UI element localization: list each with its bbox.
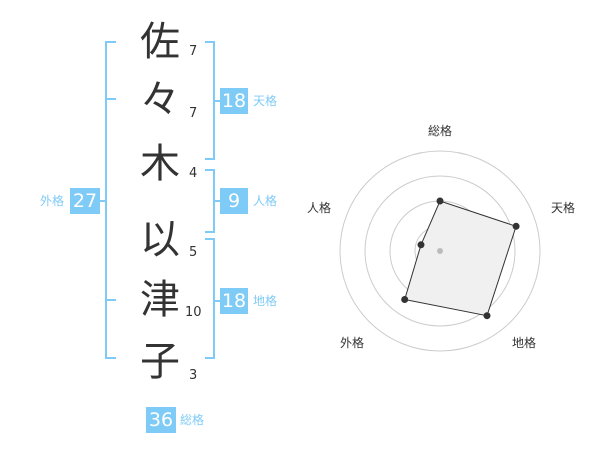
radar-label-jinkaku: 人格 (307, 201, 332, 215)
radar-points (401, 197, 520, 320)
radar-polygon (404, 200, 517, 317)
radar-center-dot (437, 248, 443, 254)
name-char-1: 佐 (140, 19, 180, 65)
name-char-4: 以 (140, 217, 180, 263)
soukaku-label: 総格 (180, 413, 205, 427)
radar-point-ten (512, 222, 520, 230)
radar-point-jin (417, 241, 425, 249)
radar-point-chi (483, 312, 491, 320)
stroke-count-4: 5 (189, 245, 198, 260)
name-char-5: 津 (140, 277, 180, 323)
radar-label-soukaku: 総格 (428, 124, 453, 138)
tenkaku-label: 天格 (253, 94, 278, 108)
radar-label-chikaku: 地格 (512, 336, 537, 350)
radar-point-gai (401, 296, 409, 303)
stroke-count-1: 7 (189, 44, 198, 59)
chikaku-bracket (205, 238, 215, 359)
name-char-6: 子 (140, 339, 180, 385)
stroke-count-6: 3 (189, 368, 198, 383)
name-char-2: 々 (140, 77, 180, 123)
stroke-count-3: 4 (189, 166, 198, 181)
radar-label-tenkaku: 天格 (551, 201, 576, 215)
jinkaku-value: 9 (220, 188, 248, 214)
stroke-count-5: 10 (185, 305, 202, 320)
soukaku-value: 36 (146, 407, 176, 433)
radar-point-sou (436, 197, 444, 205)
jinkaku-label: 人格 (253, 194, 278, 208)
stroke-count-2: 7 (189, 106, 198, 121)
tenkaku-value: 18 (220, 88, 248, 114)
chikaku-label: 地格 (253, 294, 278, 308)
name-char-3: 木 (140, 141, 180, 187)
radar-ring-3 (364, 175, 516, 327)
gaikaku-label: 外格 (40, 194, 65, 208)
chikaku-value: 18 (220, 288, 248, 314)
radar-label-gaikaku: 外格 (340, 336, 365, 350)
radar-ring-4 (339, 150, 541, 352)
gaikaku-value: 27 (70, 188, 100, 214)
